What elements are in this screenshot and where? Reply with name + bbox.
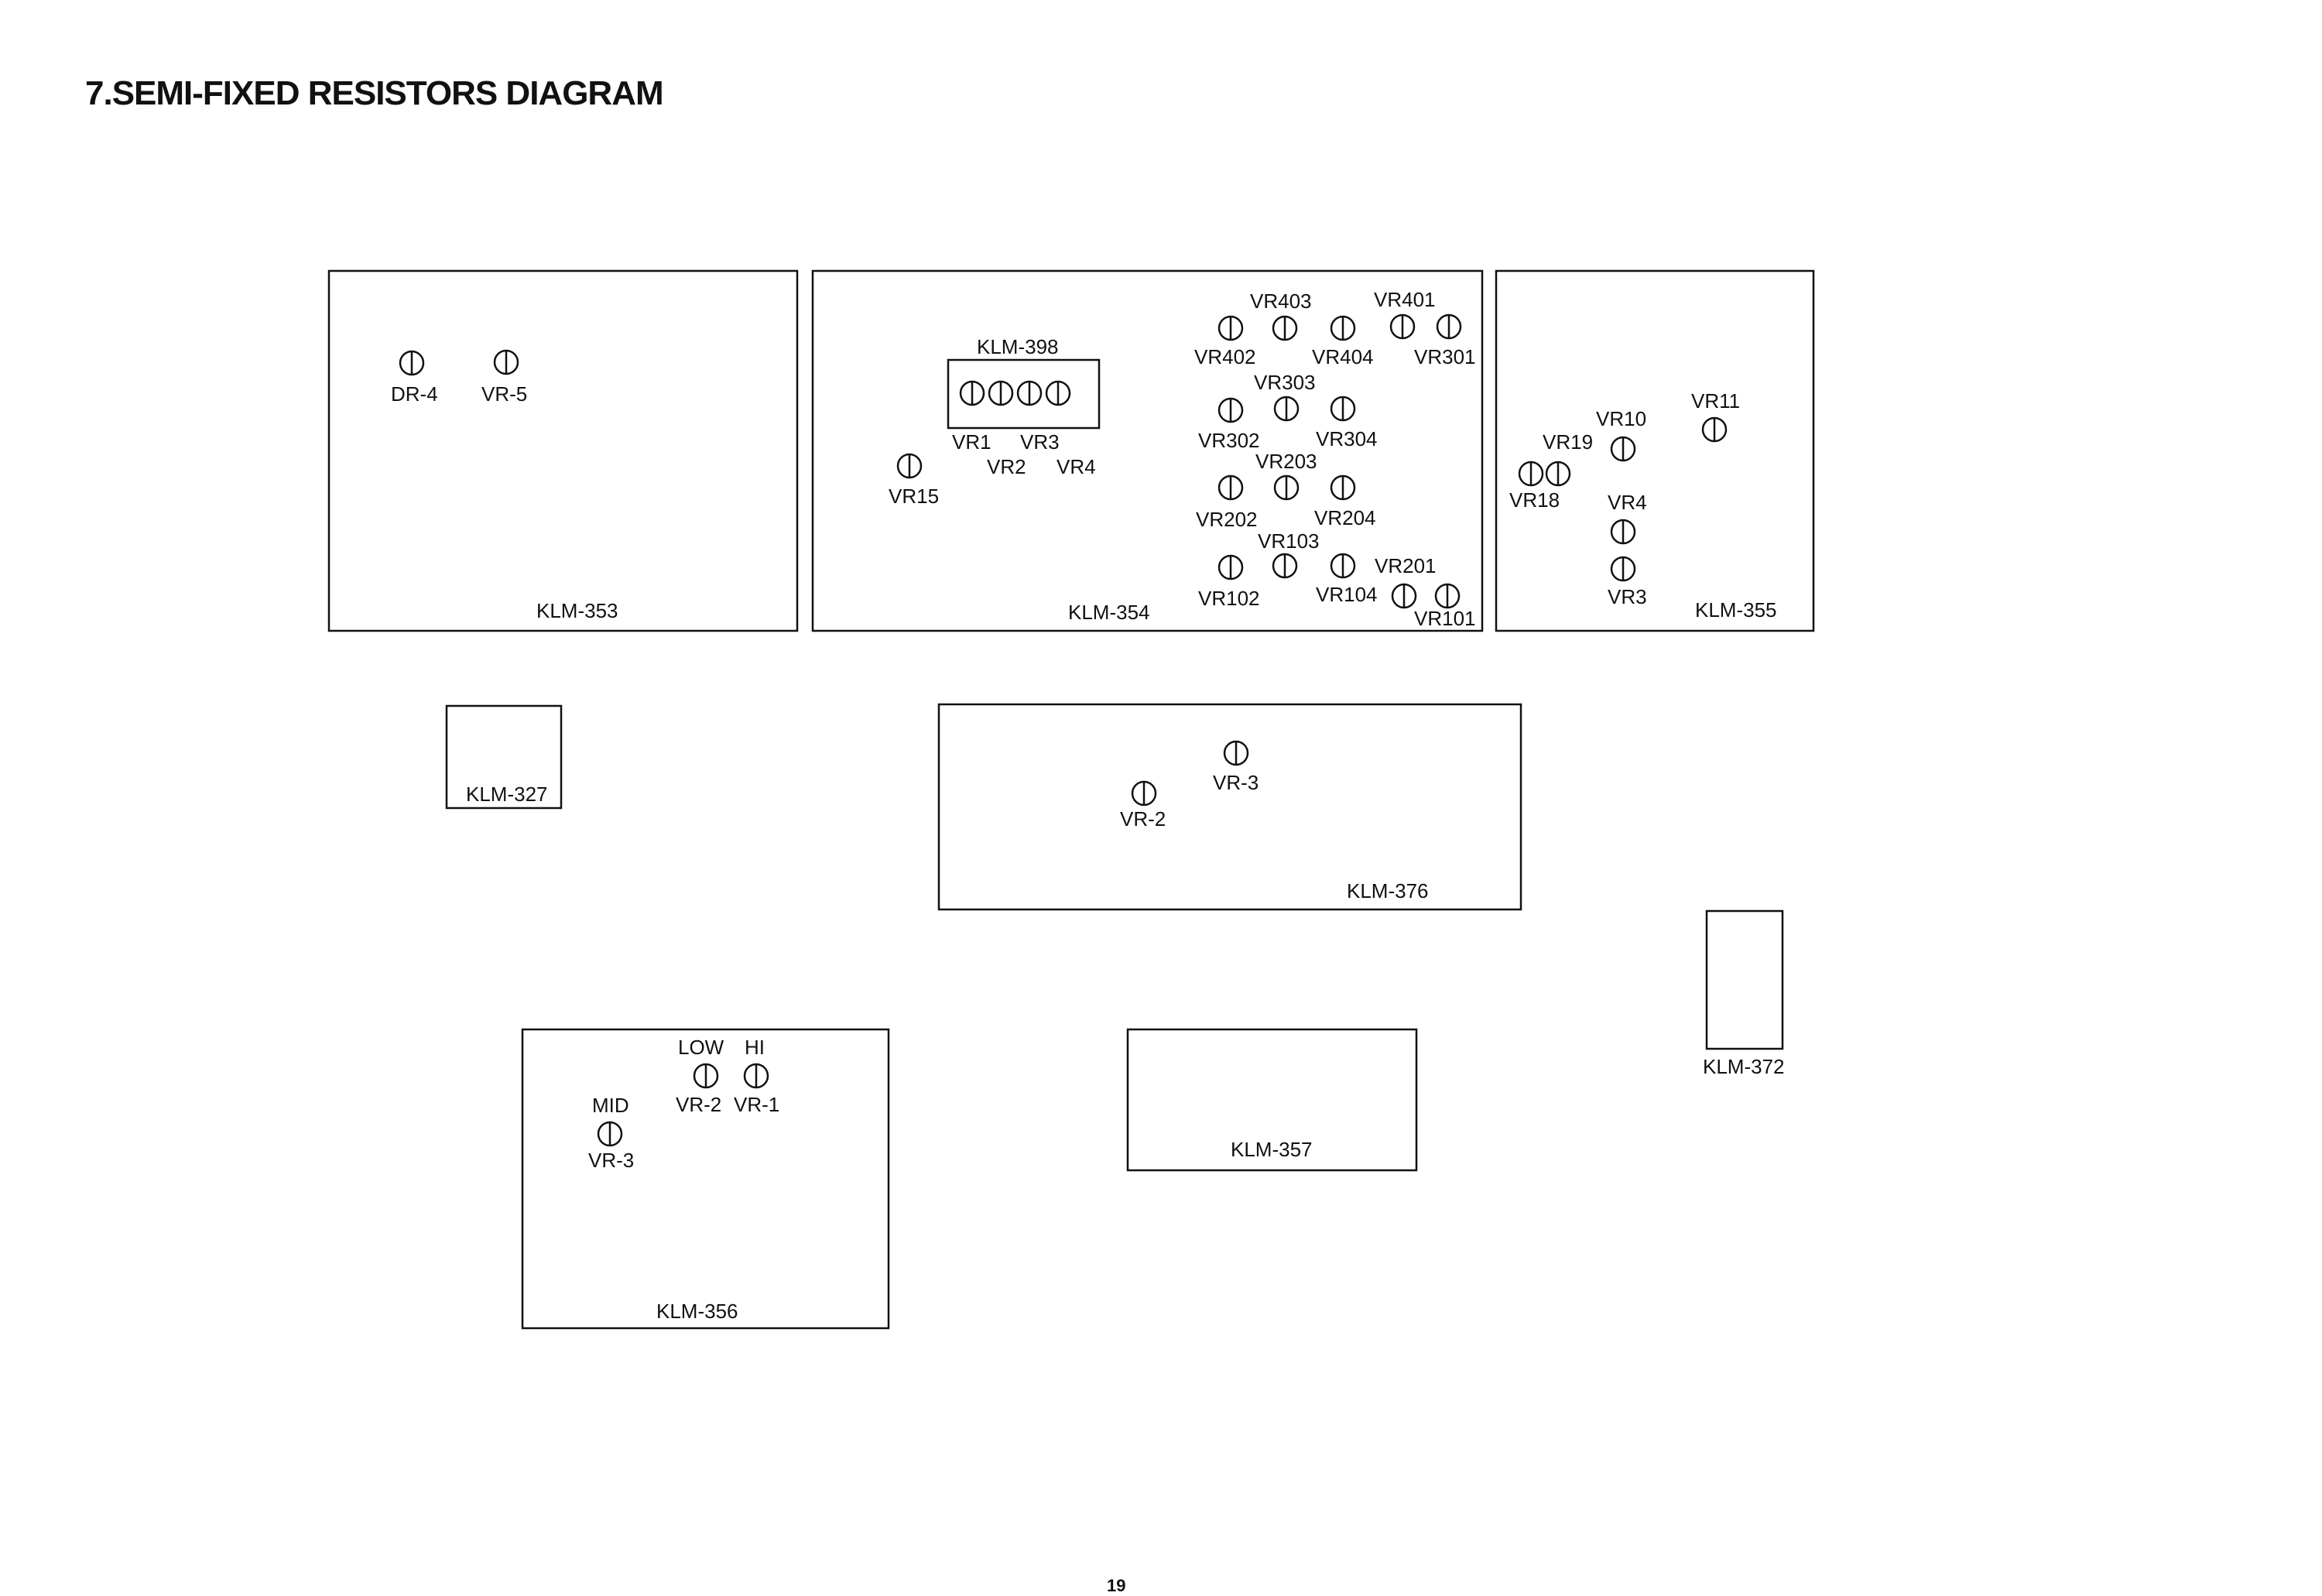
label-hi: HI	[745, 1036, 765, 1059]
resistor-vr18-symbol	[1518, 461, 1544, 487]
board-klm353-outline	[327, 269, 799, 632]
resistor-vr2-symbol	[988, 380, 1014, 406]
resistor-vr403-symbol	[1272, 315, 1298, 341]
label-vr101: VR101	[1414, 607, 1476, 630]
board-klm355-label: KLM-355	[1695, 598, 1777, 622]
label-vr304: VR304	[1316, 427, 1378, 450]
board-klm372-outline	[1705, 909, 1784, 1050]
board-klm327-outline	[445, 704, 563, 810]
resistor-vr302-symbol	[1218, 397, 1244, 423]
board-klm355-outline	[1495, 269, 1815, 632]
label-vr-2-376: VR-2	[1120, 807, 1166, 831]
label-vr19: VR19	[1543, 430, 1593, 454]
label-vr18: VR18	[1509, 488, 1560, 512]
resistor-vr4-355-symbol	[1610, 519, 1636, 545]
board-klm376-label: KLM-376	[1347, 879, 1429, 902]
resistor-hi-vr-1-symbol	[743, 1063, 769, 1089]
resistor-vr401-symbol	[1389, 313, 1416, 340]
board-klm376-outline	[937, 703, 1522, 911]
board-klm372-label: KLM-372	[1703, 1055, 1785, 1078]
board-klm327-label: KLM-327	[466, 783, 548, 806]
resistor-vr202-symbol	[1218, 474, 1244, 501]
label-vr303: VR303	[1254, 371, 1316, 394]
label-mid: MID	[592, 1094, 629, 1117]
resistor-vr303-symbol	[1273, 396, 1300, 422]
page-number: 19	[1107, 1576, 1126, 1595]
resistor-vr4-symbol	[1045, 380, 1071, 406]
label-vr402: VR402	[1194, 345, 1256, 368]
resistor-vr11-symbol	[1701, 416, 1728, 443]
board-klm354-label: KLM-354	[1068, 601, 1150, 624]
resistor-vr5-symbol	[493, 349, 519, 375]
resistor-vr101-symbol	[1434, 583, 1461, 609]
label-vr202: VR202	[1196, 508, 1258, 531]
label-vr11: VR11	[1691, 389, 1740, 413]
resistor-vr203-symbol	[1273, 474, 1300, 501]
resistor-dr4-symbol	[399, 350, 425, 376]
board-klm356-label: KLM-356	[656, 1300, 738, 1323]
resistor-vr-2-376-symbol	[1131, 780, 1157, 807]
label-vr3: VR3	[1020, 430, 1060, 454]
label-vr-3-356: VR-3	[588, 1149, 634, 1172]
board-klm354-outline	[811, 269, 1484, 632]
label-vr301: VR301	[1414, 345, 1476, 368]
label-vr1: VR1	[952, 430, 991, 454]
resistor-vr104-symbol	[1330, 553, 1356, 579]
board-klm357-outline	[1126, 1028, 1418, 1172]
page-title: 7.SEMI-FIXED RESISTORS DIAGRAM	[85, 74, 664, 112]
resistor-vr15-symbol	[896, 453, 923, 479]
label-vr103: VR103	[1258, 529, 1320, 553]
label-vr102: VR102	[1198, 587, 1260, 610]
label-vr15: VR15	[889, 485, 939, 508]
label-vr-5: VR-5	[481, 382, 527, 406]
resistor-vr3-symbol	[1016, 380, 1043, 406]
label-vr203: VR203	[1255, 450, 1317, 473]
label-vr2: VR2	[987, 455, 1026, 478]
resistor-vr304-symbol	[1330, 396, 1356, 422]
resistor-mid-vr-3-symbol	[597, 1121, 623, 1147]
board-klm398-label: KLM-398	[977, 335, 1059, 358]
label-vr-3-376: VR-3	[1213, 771, 1259, 794]
label-vr3-355: VR3	[1608, 585, 1647, 608]
label-vr10: VR10	[1596, 407, 1646, 430]
board-klm357-label: KLM-357	[1231, 1138, 1313, 1161]
label-low: LOW	[678, 1036, 724, 1059]
resistor-vr402-symbol	[1218, 315, 1244, 341]
label-vr201: VR201	[1375, 554, 1437, 577]
label-vr404: VR404	[1312, 345, 1374, 368]
resistor-vr404-symbol	[1330, 315, 1356, 341]
label-vr4: VR4	[1057, 455, 1096, 478]
board-klm356-outline	[521, 1028, 890, 1330]
label-vr302: VR302	[1198, 429, 1260, 452]
resistor-vr10-symbol	[1610, 436, 1636, 462]
label-dr-4: DR-4	[391, 382, 438, 406]
resistor-vr1-symbol	[959, 380, 985, 406]
label-vr104: VR104	[1316, 583, 1378, 606]
resistor-vr103-symbol	[1272, 553, 1298, 579]
resistor-vr102-symbol	[1218, 554, 1244, 581]
resistor-vr204-symbol	[1330, 474, 1356, 501]
label-vr204: VR204	[1314, 506, 1376, 529]
resistor-vr301-symbol	[1436, 313, 1462, 340]
label-vr-1-356: VR-1	[734, 1093, 779, 1116]
board-klm398-outline	[947, 358, 1101, 430]
resistor-vr3-355-symbol	[1610, 556, 1636, 582]
label-vr403: VR403	[1250, 289, 1312, 313]
resistor-vr-3-376-symbol	[1223, 740, 1249, 766]
board-klm353-label: KLM-353	[536, 599, 618, 622]
label-vr401: VR401	[1374, 288, 1436, 311]
resistor-low-vr-2-symbol	[693, 1063, 719, 1089]
label-vr4-355: VR4	[1608, 491, 1647, 514]
label-vr-2-356: VR-2	[676, 1093, 721, 1116]
resistor-vr201-symbol	[1391, 583, 1417, 609]
resistor-vr19-symbol	[1545, 461, 1571, 487]
